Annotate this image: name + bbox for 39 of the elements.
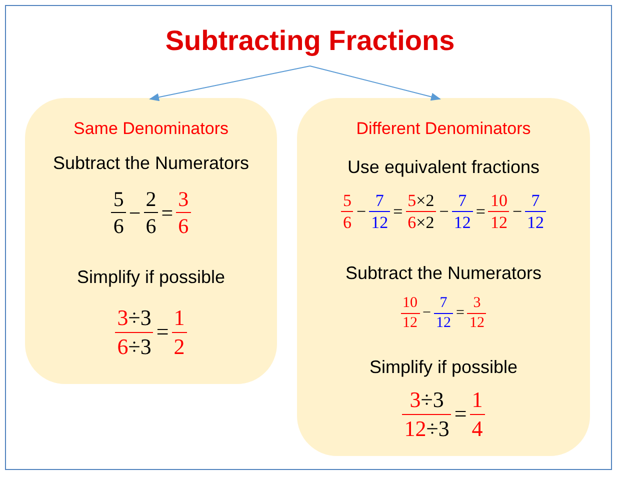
math-operator: − [512,201,522,222]
arrow [310,66,441,101]
fraction: 5×2 6×2 [406,190,436,234]
math-operator: − [439,201,449,222]
instruction-text: Subtract the Numerators [345,262,542,285]
heading: Different Denominators [356,118,531,140]
math-operator: = [156,318,169,346]
math-operator: = [456,304,464,323]
math-operator: − [128,200,141,226]
fraction: 5 6 [340,190,354,234]
fraction: 7 12 [434,294,453,332]
math-operator: = [454,400,467,428]
fraction: 7 12 [525,190,546,234]
instruction-text: Use equivalent fractions [347,156,540,179]
fraction: 3 12 [467,294,486,332]
math-operator: = [161,200,174,226]
fraction: 3÷3 6÷3 [115,304,154,360]
fraction: 7 12 [452,190,473,234]
fraction: 1 4 [470,386,485,442]
fraction: 3÷3 12÷3 [402,386,452,442]
instruction-text: Simplify if possible [369,356,518,379]
fraction: 3 6 [176,186,191,240]
rounded-panel [25,98,277,384]
fraction: 2 6 [144,186,158,240]
fraction: 7 12 [369,190,390,234]
instruction-text: Subtract the Numerators [52,152,250,175]
fraction: 5 6 [111,186,126,240]
math-operator: = [476,201,486,222]
math-operator: − [356,201,366,222]
fraction: 10 12 [400,294,420,332]
rounded-panel [297,98,590,456]
fraction: 1 2 [172,304,187,360]
heading: Same Denominators [74,118,228,140]
math-operator: − [422,304,431,323]
title: Subtracting Fractions [140,18,480,64]
instruction-text: Simplify if possible [76,266,226,289]
arrow [149,66,310,102]
fraction: 10 12 [488,190,510,234]
math-operator: = [393,201,403,222]
